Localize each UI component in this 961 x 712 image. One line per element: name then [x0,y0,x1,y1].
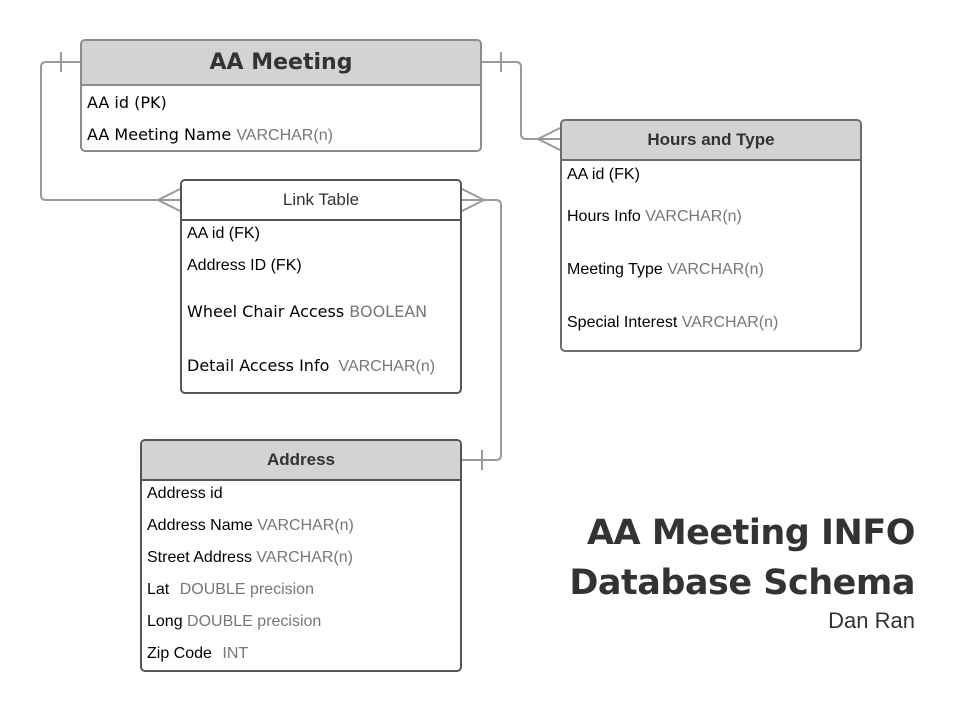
field-row: Zip Code INT [147,644,248,664]
field-row: AA Meeting Name VARCHAR(n) [87,125,333,146]
entity-aa-meeting-title: AA Meeting [82,41,480,86]
field-row: AA id (FK) [567,165,640,185]
field-name: Address Name [147,517,253,534]
field-row: Detail Access Info VARCHAR(n) [187,356,435,377]
field-row: Special Interest VARCHAR(n) [567,313,778,333]
entity-aa-meeting[interactable]: AA Meeting AA id (PK) AA Meeting Name VA… [80,39,482,152]
field-type: VARCHAR(n) [236,127,333,144]
entity-address-title: Address [142,441,460,481]
diagram-title-line2: Database Schema [569,563,915,603]
entity-address[interactable]: Address Address id Address Name VARCHAR(… [140,439,462,672]
field-name: AA Meeting Name [87,125,232,144]
field-name: Detail Access Info [187,356,330,375]
connector-meeting-hours [482,61,560,140]
field-name: Street Address [147,549,252,566]
field-name: Special Interest [567,314,678,331]
diagram-title-line1: AA Meeting INFO [586,513,916,553]
field-name: Wheel Chair Access [187,302,345,321]
entity-hours-and-type[interactable]: Hours and Type AA id (FK) Hours Info VAR… [560,119,862,352]
field-name: AA id (FK) [567,166,640,183]
field-name: Address id [147,485,223,502]
crowfoot-link-right [461,188,485,212]
field-row: Lat DOUBLE precision [147,580,314,600]
field-row: Address ID (FK) [187,256,302,276]
field-type: VARCHAR(n) [667,261,764,278]
field-name: AA id (FK) [187,225,260,242]
field-type: DOUBLE precision [179,581,314,598]
field-row: Long DOUBLE precision [147,612,321,632]
field-row: Meeting Type VARCHAR(n) [567,260,764,280]
entity-hours-and-type-title: Hours and Type [562,121,860,161]
entity-link-table[interactable]: Link Table AA id (FK) Address ID (FK) Wh… [180,179,462,394]
field-row: AA id (FK) [187,224,260,244]
field-type: VARCHAR(n) [338,358,436,375]
field-type: BOOLEAN [349,302,428,321]
field-type: VARCHAR(n) [257,517,354,534]
field-row: Address Name VARCHAR(n) [147,516,354,536]
connector-address-link [462,199,502,461]
field-name: Hours Info [567,208,641,225]
field-name: AA id (PK) [87,93,167,112]
field-row: Address id [147,484,223,504]
field-type: VARCHAR(n) [645,208,742,225]
field-row: AA id (PK) [87,93,167,113]
field-type: VARCHAR(n) [681,314,779,331]
field-row: Street Address VARCHAR(n) [147,548,353,568]
field-name: Long [147,613,183,630]
field-row: Wheel Chair Access BOOLEAN [187,302,427,322]
crowfoot-link-left [157,188,181,212]
diagram-title-block: AA Meeting INFO Database Schema Dan Ran [569,508,915,634]
field-type: DOUBLE precision [187,613,322,630]
field-name: Zip Code [147,645,212,662]
field-row: Hours Info VARCHAR(n) [567,207,742,227]
field-name: Lat [147,581,170,598]
field-name: Meeting Type [567,261,663,278]
diagram-author: Dan Ran [828,608,915,633]
field-name: Address ID (FK) [187,257,302,274]
crowfoot-hours [537,127,561,151]
connector-meeting-link [40,61,180,201]
entity-link-table-title: Link Table [182,181,460,221]
field-type: VARCHAR(n) [256,549,354,566]
field-type: INT [222,645,249,662]
